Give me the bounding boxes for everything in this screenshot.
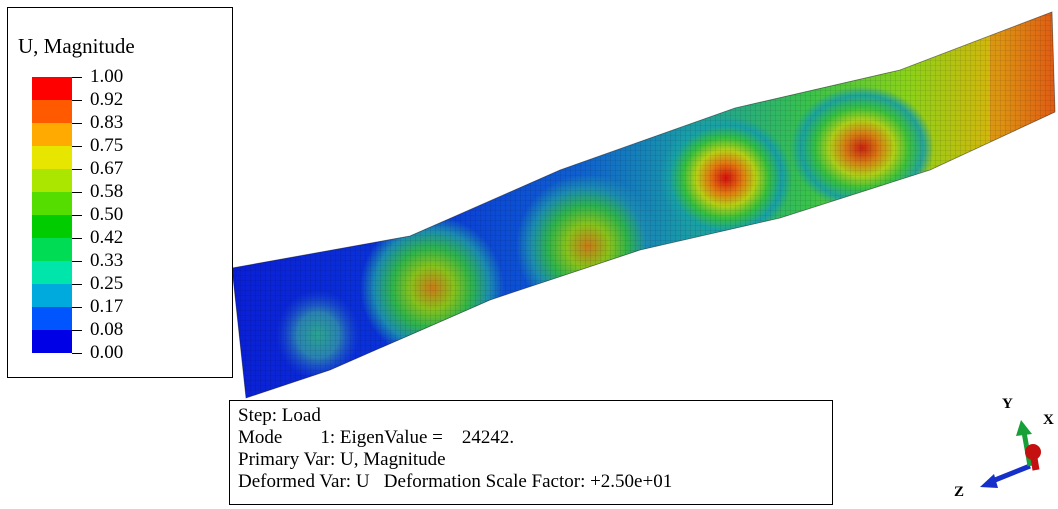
legend-tick-label: 0.33 (90, 250, 124, 271)
legend-tick-mark (72, 215, 82, 216)
legend-swatch (32, 330, 72, 353)
legend-tick-mark (72, 238, 82, 239)
legend-tick-mark (72, 100, 82, 101)
legend-swatch (32, 192, 72, 215)
legend-swatch (32, 123, 72, 146)
legend-tick-mark (72, 284, 82, 285)
legend-tick-label: 0.67 (90, 158, 124, 179)
legend-tick-mark (72, 192, 82, 193)
legend-swatch (32, 238, 72, 261)
legend-swatch (32, 215, 72, 238)
legend-tick-label: 0.58 (90, 181, 124, 202)
legend-swatch (32, 284, 72, 307)
y-axis-label: Y (1002, 396, 1013, 412)
step-label: Step: Load (238, 405, 321, 426)
legend-tick-label: 0.75 (90, 135, 124, 156)
legend-swatch (32, 100, 72, 123)
legend-tick-mark (72, 123, 82, 124)
mode-label: Mode 1: EigenValue = 24242. (238, 427, 515, 448)
step-info-box: Step: Load Mode 1: EigenValue = 24242. P… (229, 400, 833, 505)
legend-tick-label: 0.83 (90, 112, 124, 133)
x-axis-label: X (1043, 412, 1054, 428)
legend-swatch (32, 146, 72, 169)
deformed-beam-mesh (231, 11, 1056, 399)
legend-tick-label: 1.00 (90, 66, 124, 87)
legend-swatch (32, 307, 72, 330)
legend-tick-mark (72, 330, 82, 331)
primary-var-label: Primary Var: U, Magnitude (238, 449, 446, 470)
z-axis-label: Z (954, 484, 965, 500)
legend-tick-mark (72, 169, 82, 170)
legend-tick-label: 0.92 (90, 89, 124, 110)
legend-tick-mark (72, 261, 82, 262)
legend-tick-mark (72, 77, 82, 78)
legend-tick-label: 0.50 (90, 204, 124, 225)
legend-swatch (32, 169, 72, 192)
legend-title: U, Magnitude (18, 34, 135, 58)
legend-tick-label: 0.17 (90, 296, 124, 317)
legend-tick-mark (72, 307, 82, 308)
legend-tick-label: 0.42 (90, 227, 124, 248)
coordinate-triad (980, 420, 1041, 488)
legend-tick-mark (72, 353, 82, 354)
legend-tick-mark (72, 146, 82, 147)
legend-tick-label: 0.00 (90, 342, 124, 363)
deformed-var-label: Deformed Var: U Deformation Scale Factor… (238, 471, 673, 492)
legend-swatch (32, 261, 72, 284)
legend-tick-label: 0.25 (90, 273, 124, 294)
legend-swatch (32, 77, 72, 100)
legend-tick-label: 0.08 (90, 319, 124, 340)
